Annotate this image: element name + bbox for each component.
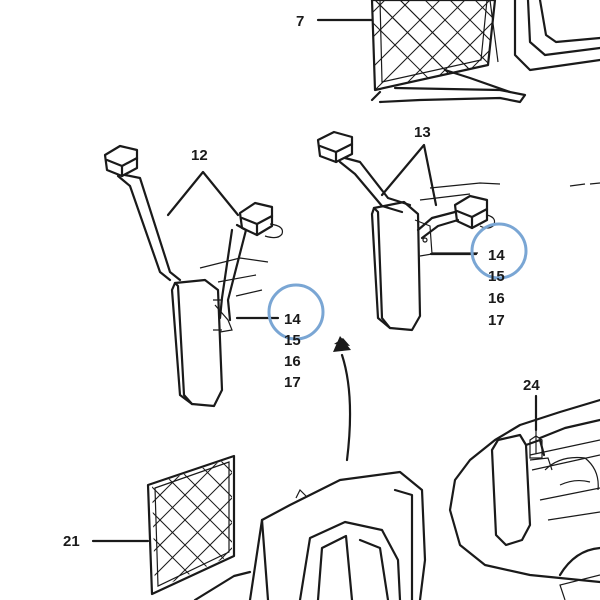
callout-right-17: 17 bbox=[488, 312, 505, 329]
leader-lines bbox=[91, 18, 538, 543]
callout-12: 12 bbox=[191, 147, 208, 164]
callout-right-15: 15 bbox=[488, 268, 505, 285]
callout-right-14: 14 bbox=[488, 247, 505, 264]
highlight-ring-left bbox=[267, 283, 325, 341]
callout-left-16: 16 bbox=[284, 353, 301, 370]
callout-left-15: 15 bbox=[284, 332, 301, 349]
callout-21: 21 bbox=[63, 533, 80, 550]
callout-left-14: 14 bbox=[284, 311, 301, 328]
highlight-ring-right bbox=[470, 222, 528, 280]
callout-7: 7 bbox=[296, 13, 304, 30]
assembly-arrow bbox=[333, 336, 352, 462]
callout-labels: 7 12 13 24 21 14 15 16 17 14 15 16 17 bbox=[63, 13, 540, 550]
leader-13 bbox=[380, 143, 438, 207]
leader-12 bbox=[166, 170, 240, 217]
top-grille-assembly bbox=[370, 0, 600, 104]
callout-right-16: 16 bbox=[488, 290, 505, 307]
callout-13: 13 bbox=[414, 124, 431, 141]
right-mirror-assembly bbox=[316, 130, 600, 332]
callout-left-17: 17 bbox=[284, 374, 301, 391]
callout-24: 24 bbox=[523, 377, 540, 394]
bottom-housing-assembly bbox=[146, 454, 427, 600]
side-housing-assembly bbox=[448, 398, 600, 600]
left-mirror-assembly bbox=[103, 144, 284, 408]
